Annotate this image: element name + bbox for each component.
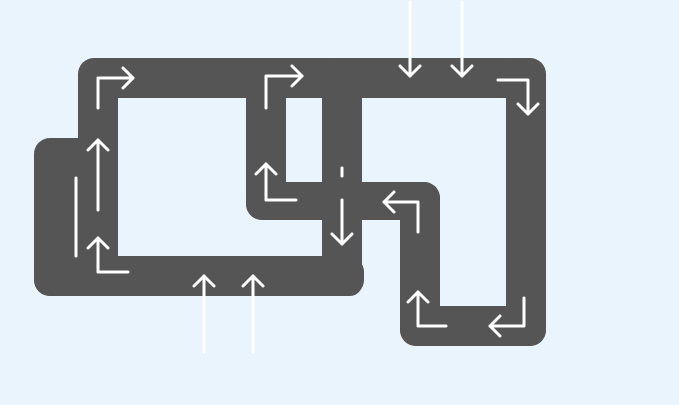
arrow-up-right-icon	[264, 64, 304, 110]
arrow-down-icon	[330, 166, 354, 246]
track-left-loop-bottom	[34, 256, 364, 296]
arrow-up-icon	[86, 138, 110, 212]
entry-arrow-up-icon	[192, 274, 216, 354]
track-inner-loop-vertical	[246, 58, 286, 220]
entry-arrow-up-icon	[241, 274, 265, 354]
arrow-down-left-icon	[488, 296, 526, 338]
arrow-left-up-icon	[406, 290, 448, 328]
track-right-outer-vertical	[506, 58, 546, 346]
arrow-up-right-icon	[86, 236, 130, 274]
arrow-up-right-icon	[96, 66, 135, 110]
entry-arrow-down-icon	[450, 0, 474, 78]
track-right-lower-vertical	[400, 182, 440, 346]
direction-arrows	[74, 0, 540, 354]
arrow-left-down-icon	[382, 190, 420, 234]
track-top-segment	[78, 58, 546, 98]
track-network	[34, 58, 546, 346]
arrow-up-right-icon	[254, 162, 298, 202]
arrow-right-down-icon	[496, 78, 540, 116]
entry-arrow-down-icon	[398, 0, 422, 78]
